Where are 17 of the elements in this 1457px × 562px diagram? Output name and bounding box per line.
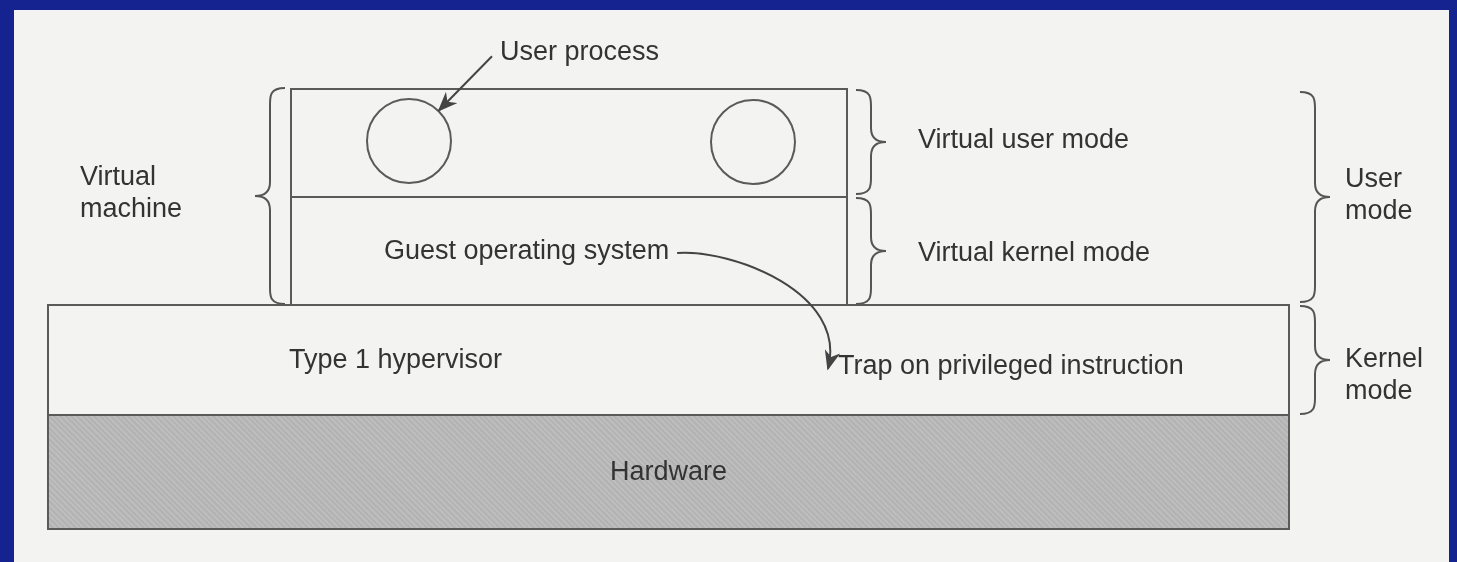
leader-line [437, 55, 493, 112]
mode-label: Virtual machine [80, 160, 184, 225]
layer-box [290, 196, 848, 306]
mode-label: User mode [1345, 162, 1414, 227]
hardware-layer [47, 414, 1290, 530]
layer-box [290, 88, 848, 198]
mode-label: Virtual user mode [918, 123, 1130, 156]
process-circle [366, 98, 452, 184]
mode-label: Kernel mode [1345, 342, 1425, 407]
process-circle [710, 99, 796, 185]
mode-label: Virtual kernel mode [918, 236, 1151, 269]
callout-text: Trap on privileged instruction [838, 350, 1184, 382]
arrow [676, 252, 839, 371]
layer-label: Type 1 hypervisor [289, 344, 503, 376]
layer-label: Hardware [609, 456, 727, 488]
layer-label: Guest operating system [384, 235, 670, 267]
callout-text: User process [500, 36, 660, 68]
